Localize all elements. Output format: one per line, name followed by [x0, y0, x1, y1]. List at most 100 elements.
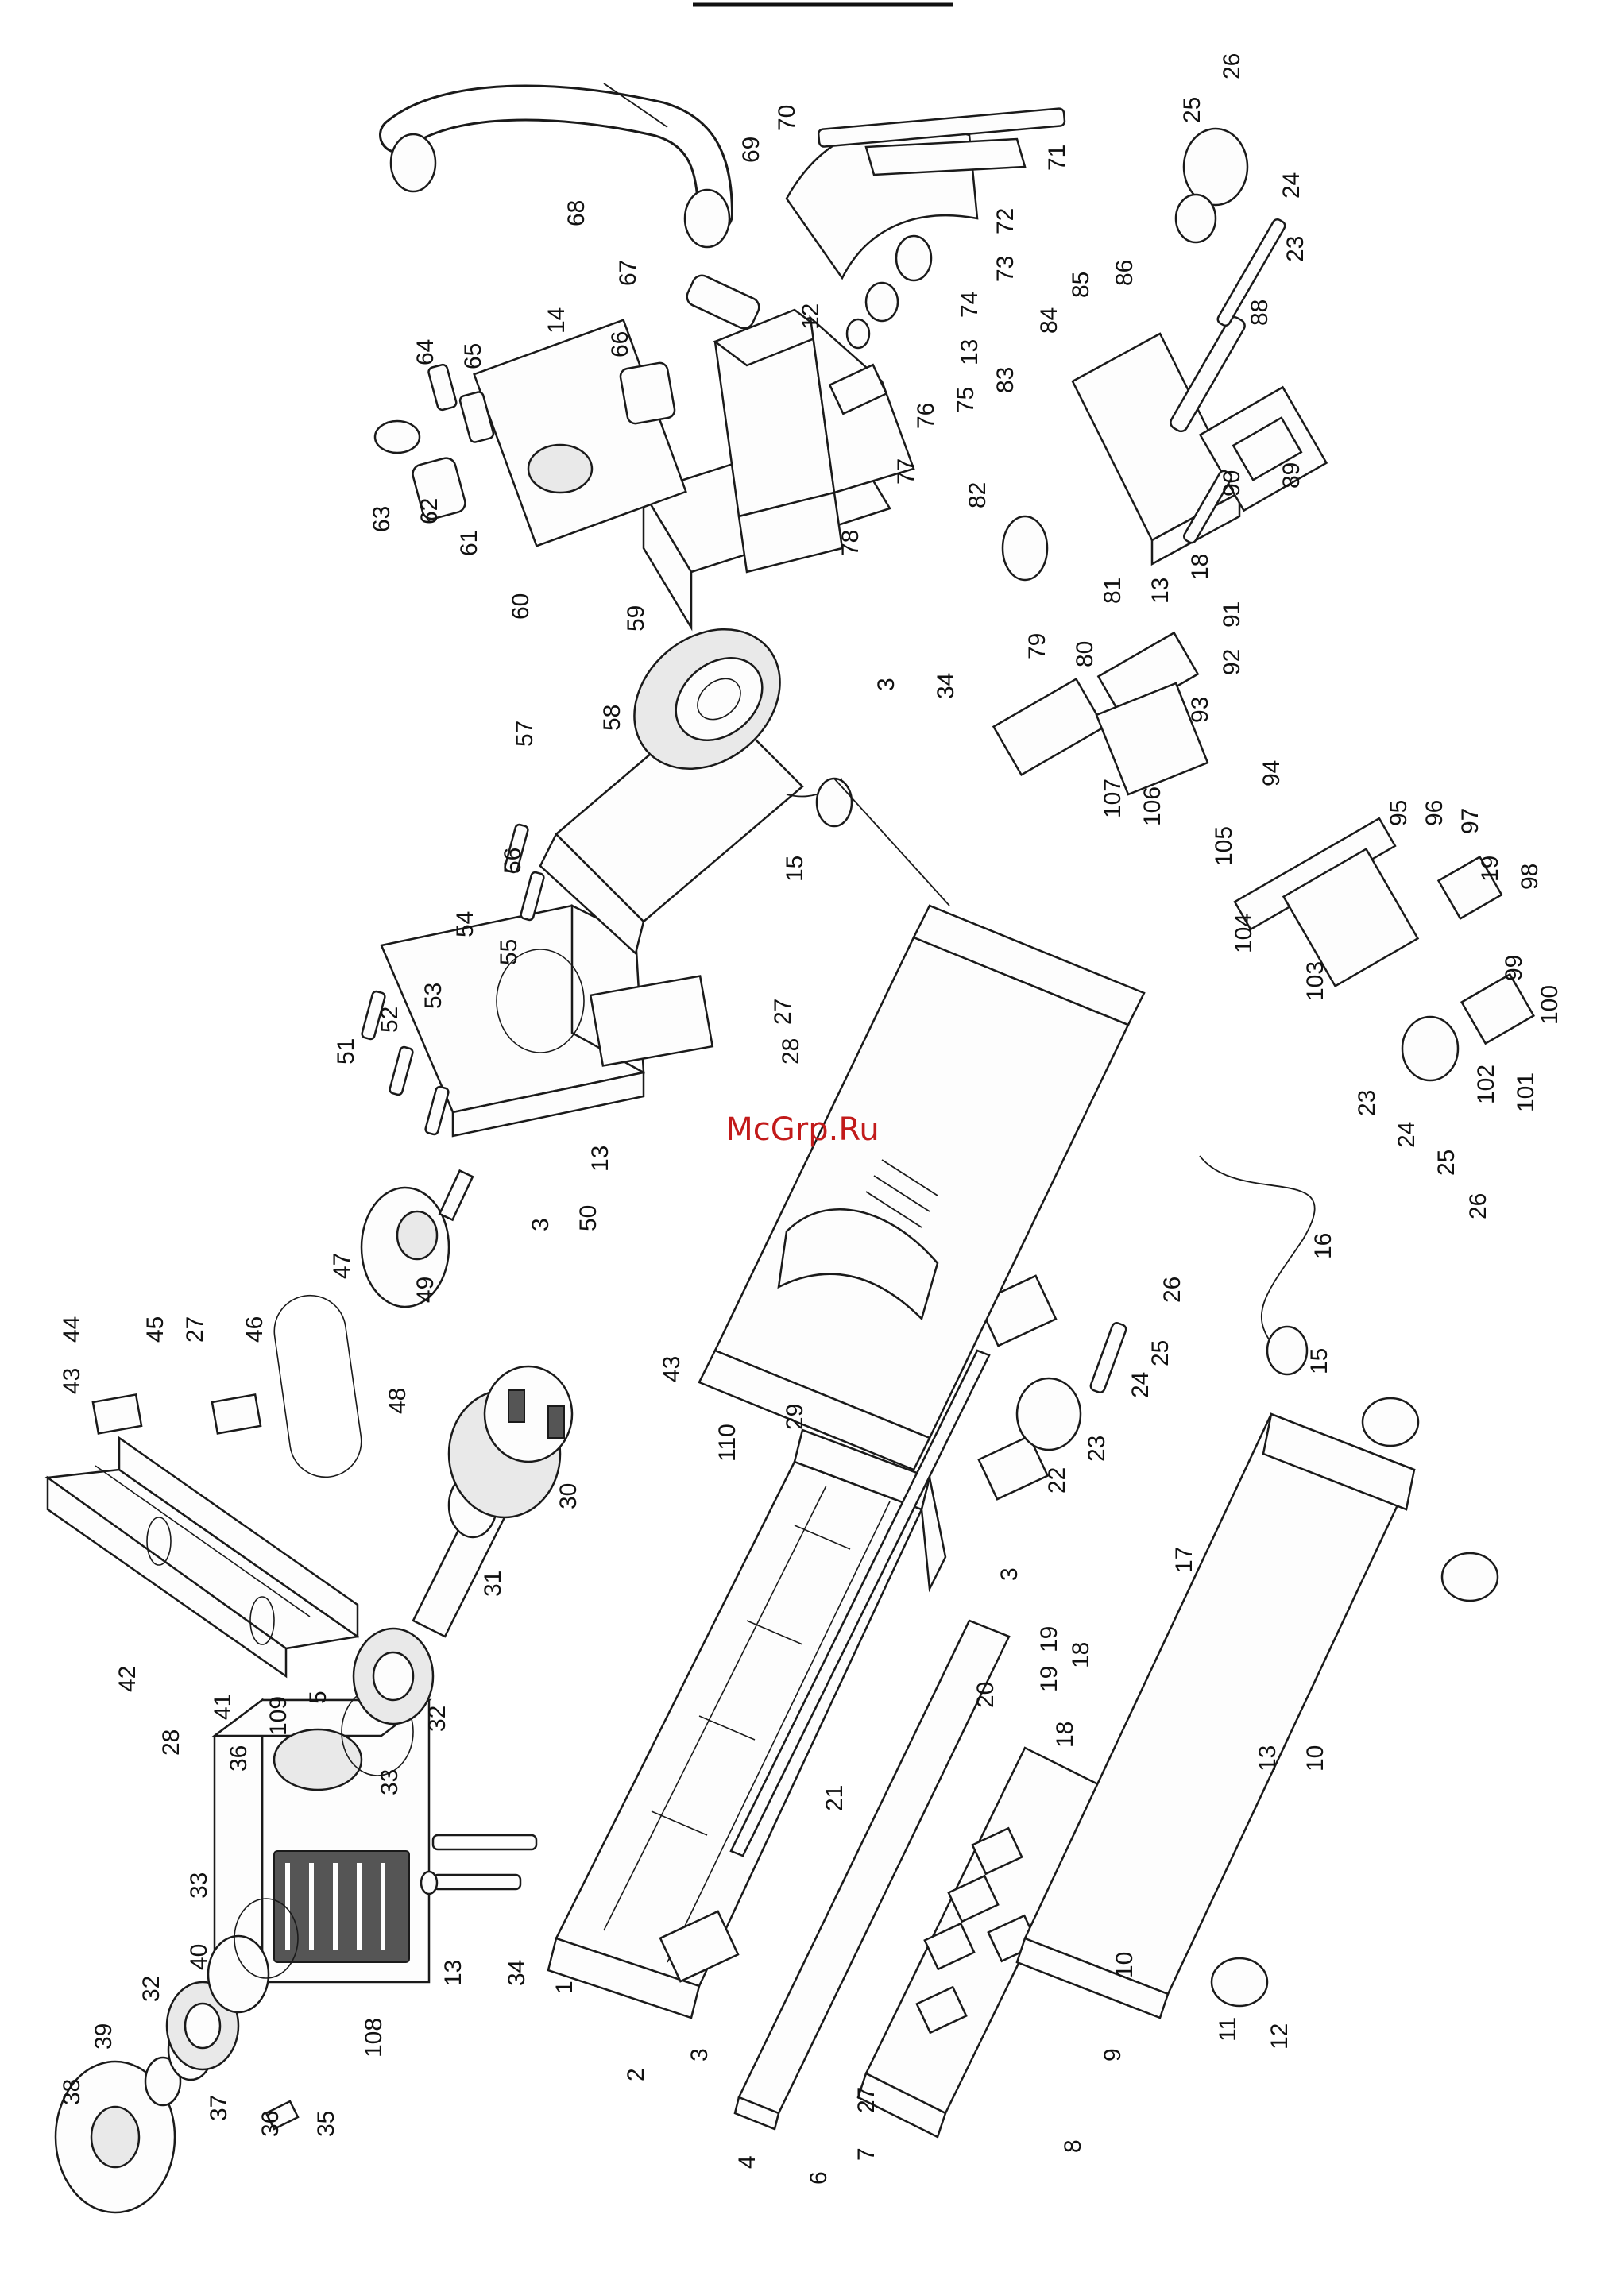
callout-60: 60 [508, 593, 534, 620]
flexible-hose [379, 84, 733, 249]
callout-109: 109 [265, 1696, 292, 1736]
callout-35: 35 [313, 2111, 339, 2137]
callout-23-b: 23 [1354, 1090, 1380, 1116]
callout-78: 78 [837, 530, 864, 556]
callout-27-b: 27 [182, 1316, 208, 1343]
callout-105: 105 [1211, 826, 1237, 866]
callout-39: 39 [91, 2023, 117, 2050]
callout-12: 12 [1266, 2023, 1293, 2050]
callout-22: 22 [1044, 1467, 1070, 1494]
callout-51: 51 [333, 1038, 359, 1065]
lathe-base [1015, 1397, 1499, 2019]
callout-84: 84 [1036, 307, 1062, 334]
callout-26-c: 26 [1159, 1277, 1185, 1303]
callout-61: 61 [456, 530, 482, 556]
lathe-bed [547, 1428, 947, 2019]
callout-90: 90 [1219, 470, 1245, 497]
callout-23-a: 23 [1282, 236, 1309, 262]
callout-98: 98 [1517, 864, 1543, 890]
callout-19-a: 19 [1036, 1666, 1062, 1692]
callout-33-b: 33 [377, 1769, 403, 1795]
callout-29: 29 [782, 1404, 808, 1430]
callout-104: 104 [1231, 914, 1257, 953]
callout-26-b: 26 [1465, 1193, 1491, 1219]
callout-59: 59 [623, 605, 649, 632]
callout-23-c: 23 [1084, 1436, 1110, 1462]
callout-97: 97 [1457, 808, 1483, 834]
headstock-bolts [420, 1834, 538, 1895]
leader-lines [603, 83, 950, 906]
callout-96: 96 [1421, 800, 1448, 826]
callout-100: 100 [1537, 985, 1563, 1025]
callout-34-b: 34 [933, 673, 959, 699]
callout-63: 63 [369, 506, 395, 532]
callout-9: 9 [1100, 2048, 1126, 2062]
callout-24-c: 24 [1127, 1372, 1154, 1398]
callout-85: 85 [1068, 272, 1094, 298]
power-cord [1199, 1155, 1316, 1376]
callout-3-c: 3 [873, 678, 899, 691]
callout-89: 89 [1278, 462, 1305, 489]
callout-72: 72 [992, 208, 1019, 234]
callout-3-b: 3 [528, 1218, 554, 1231]
callout-110: 110 [714, 1424, 740, 1462]
callout-46: 46 [242, 1316, 268, 1343]
callout-54: 54 [452, 911, 478, 937]
callout-10-a: 10 [1112, 1952, 1138, 1978]
callout-38: 38 [59, 2079, 85, 2105]
callout-33-a: 33 [186, 1872, 212, 1899]
callout-77: 77 [893, 458, 919, 485]
callout-12-b: 12 [798, 303, 824, 330]
tray-brackets [91, 1393, 262, 1435]
callout-68: 68 [563, 200, 590, 226]
callout-66: 66 [607, 331, 633, 357]
spindle-pulley-group [54, 1627, 435, 2214]
callout-4: 4 [734, 2155, 760, 2169]
callout-34-a: 34 [504, 1960, 530, 1986]
motor-mount-plate [380, 903, 714, 1138]
callout-69: 69 [738, 137, 764, 163]
callout-16: 16 [1310, 1233, 1336, 1259]
callout-106: 106 [1139, 786, 1166, 826]
tailstock-end-bracket [977, 1322, 1127, 1501]
callout-53: 53 [420, 983, 447, 1009]
callout-1: 1 [551, 1981, 578, 1994]
callout-15-b: 15 [1306, 1348, 1332, 1374]
callout-14: 14 [543, 307, 570, 334]
callout-5: 5 [305, 1691, 331, 1704]
callout-70: 70 [774, 105, 800, 131]
callout-30: 30 [555, 1483, 582, 1509]
callout-32-b: 32 [424, 1706, 450, 1732]
callout-8: 8 [1060, 2139, 1086, 2153]
callout-18-c: 18 [1068, 1642, 1094, 1668]
callout-52: 52 [377, 1007, 403, 1033]
callout-15-a: 15 [782, 856, 808, 882]
callout-94: 94 [1259, 760, 1285, 786]
callout-3: 3 [686, 2048, 713, 2062]
callout-47: 47 [329, 1253, 355, 1279]
callout-82: 82 [965, 482, 991, 508]
callout-13-b: 13 [440, 1960, 466, 1986]
callout-19-c: 19 [1036, 1626, 1062, 1652]
callout-20: 20 [972, 1682, 999, 1708]
callout-25-b: 25 [1433, 1150, 1460, 1176]
callout-74: 74 [957, 292, 983, 318]
electrical-box [373, 274, 915, 632]
cable-fitting [815, 777, 853, 828]
callout-36-b: 36 [226, 1745, 252, 1772]
callout-43-b: 43 [659, 1356, 685, 1382]
callout-65: 65 [460, 343, 486, 369]
callout-73: 73 [992, 256, 1019, 282]
spindle-and-chuck [412, 1365, 574, 1638]
mount-bolts [361, 823, 545, 1136]
callout-58: 58 [599, 705, 625, 731]
callout-28-a: 28 [158, 1729, 184, 1756]
callout-99: 99 [1501, 955, 1527, 981]
motor [539, 628, 843, 956]
chip-guard-assembly [785, 107, 1066, 415]
callout-31: 31 [480, 1571, 506, 1597]
callout-13-c: 13 [587, 1146, 613, 1172]
callout-26-a: 26 [1219, 53, 1245, 79]
callout-17: 17 [1171, 1547, 1197, 1573]
